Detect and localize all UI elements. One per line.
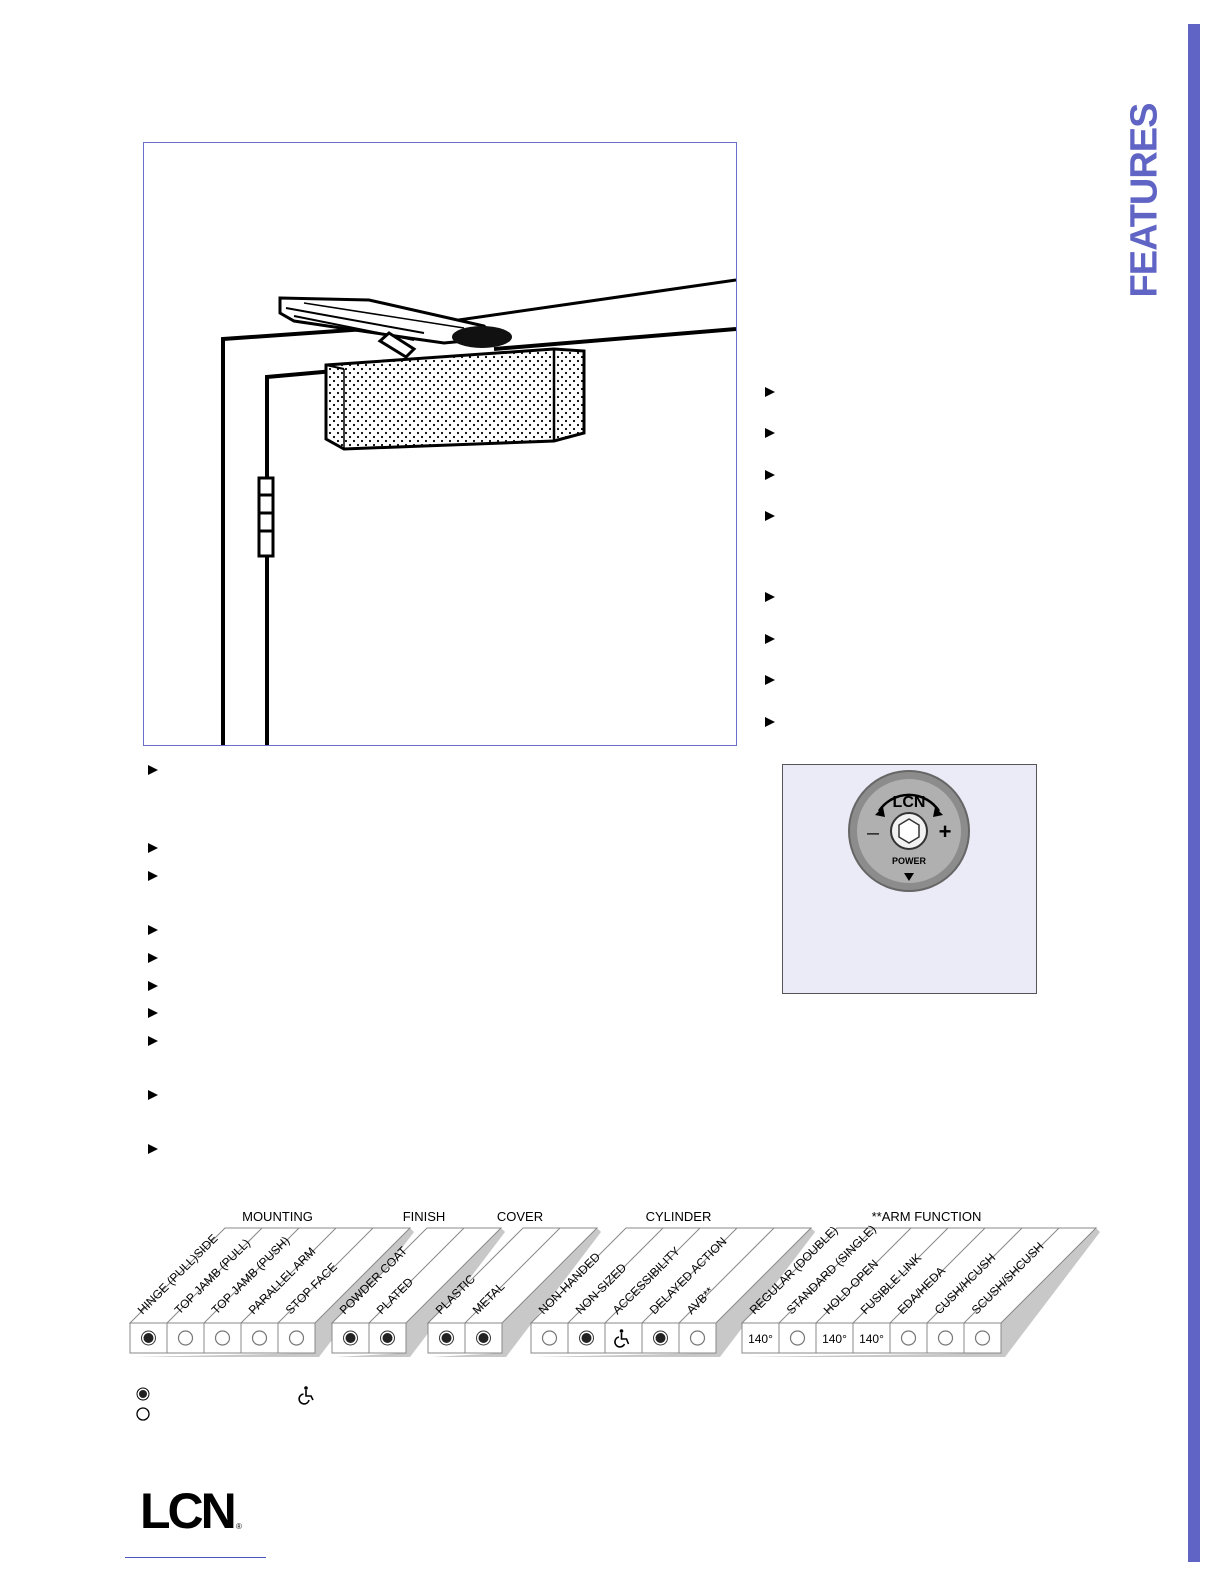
spec-mark-text: 140° <box>822 1332 847 1346</box>
feature-bullet <box>148 981 158 991</box>
feature-bullet <box>148 1008 158 1018</box>
feature-bullet <box>148 925 158 935</box>
dial-power-label: POWER <box>892 856 927 866</box>
spec-mark-filled-dot <box>655 1333 666 1343</box>
spec-mark-filled-dot <box>143 1333 154 1343</box>
spec-mark-filled-dot <box>478 1333 489 1343</box>
side-heading: FEATURES <box>1115 103 1175 297</box>
feature-bullet <box>765 470 775 480</box>
feature-bullet <box>148 953 158 963</box>
feature-bullet <box>765 592 775 602</box>
spec-group-title: CYLINDER <box>646 1209 712 1224</box>
logo-registered-mark: ® <box>236 1522 242 1531</box>
feature-bullet <box>765 717 775 727</box>
feature-bullet <box>148 1090 158 1100</box>
feature-bullet <box>765 511 775 521</box>
spec-mark-open <box>214 1330 231 1346</box>
accent-side-bar <box>1188 24 1200 1562</box>
feature-bullet <box>148 1036 158 1046</box>
spec-mark-filled-dot <box>581 1333 592 1343</box>
feature-bullet <box>765 675 775 685</box>
spec-mark-open <box>251 1330 268 1346</box>
spec-mark-open <box>541 1330 558 1346</box>
lcn-logo: LCN <box>140 1483 237 1539</box>
spec-mark-open <box>689 1330 706 1346</box>
legend-filled-mark <box>139 1390 147 1398</box>
feature-bullet <box>765 634 775 644</box>
dial-brand: LCN <box>893 794 926 811</box>
feature-bullet <box>148 765 158 775</box>
footer-link-underline <box>125 1557 266 1558</box>
spec-group-title: COVER <box>497 1209 543 1224</box>
feature-bullet <box>765 428 775 438</box>
spec-mark-filled-dot <box>382 1333 393 1343</box>
spec-group-title: **ARM FUNCTION <box>872 1209 982 1224</box>
spec-mark-filled-dot <box>441 1333 452 1343</box>
feature-bullet <box>148 843 158 853</box>
feature-bullet <box>148 871 158 881</box>
accessibility-icon <box>298 1386 314 1405</box>
closer-illustration <box>143 142 737 746</box>
spec-mark-open <box>900 1330 917 1346</box>
spec-group-title: FINISH <box>403 1209 446 1224</box>
accessibility-icon <box>614 1329 630 1348</box>
power-adjust-dial: LCN — + POWER <box>848 770 970 892</box>
side-heading-text: FEATURES <box>1123 103 1166 297</box>
spec-mark-open <box>937 1330 954 1346</box>
spec-group-title: MOUNTING <box>242 1209 313 1224</box>
spec-mark-open <box>974 1330 991 1346</box>
spec-mark-text: 140° <box>859 1332 884 1346</box>
legend <box>136 1386 336 1426</box>
spec-mark-open <box>177 1330 194 1346</box>
legend-open-mark <box>136 1407 150 1421</box>
dial-minus: — <box>867 826 879 840</box>
spec-mark-open <box>789 1330 806 1346</box>
spec-mark-text: 140° <box>748 1332 773 1346</box>
spec-mark-open <box>288 1330 305 1346</box>
feature-bullet <box>765 387 775 397</box>
power-adjust-panel: LCN — + POWER <box>782 764 1037 994</box>
closer-drawing <box>221 278 736 745</box>
spec-mark-filled-dot <box>345 1333 356 1343</box>
feature-bullet <box>148 1144 158 1154</box>
dial-plus: + <box>939 819 952 844</box>
